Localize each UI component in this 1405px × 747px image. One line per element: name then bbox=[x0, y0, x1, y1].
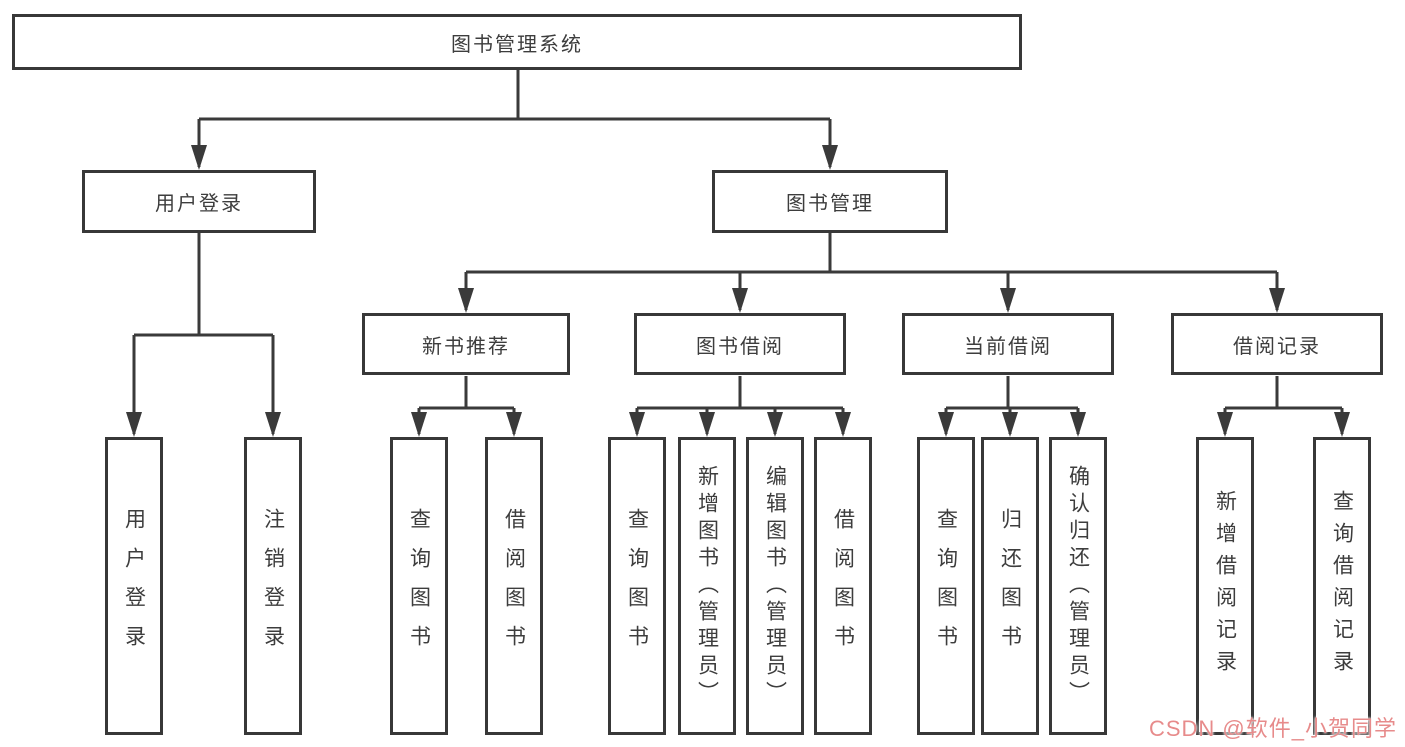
node-add-borrow-record: 新增借阅记录 bbox=[1196, 437, 1254, 735]
node-label: 图书借阅 bbox=[696, 335, 784, 358]
node-label: 确认归还（管理员） bbox=[1066, 464, 1090, 708]
arrow-down-icon bbox=[126, 412, 142, 437]
node-label: 新增借阅记录 bbox=[1213, 490, 1237, 682]
node-logout-action: 注销登录 bbox=[244, 437, 302, 735]
arrow-down-icon bbox=[191, 145, 207, 170]
node-query-books-current: 查询图书 bbox=[917, 437, 975, 735]
arrow-down-icon bbox=[1217, 412, 1233, 437]
node-user-login: 用户登录 bbox=[82, 170, 316, 233]
node-borrow-books-borrowing: 借阅图书 bbox=[814, 437, 872, 735]
node-label: 图书管理系统 bbox=[451, 33, 583, 56]
node-user-login-action: 用户登录 bbox=[105, 437, 163, 735]
node-borrowing-records: 借阅记录 bbox=[1171, 313, 1383, 375]
node-label: 用户登录 bbox=[122, 508, 146, 664]
arrowhead-icons bbox=[126, 145, 1350, 437]
node-confirm-return-admin: 确认归还（管理员） bbox=[1049, 437, 1107, 735]
arrow-down-icon bbox=[411, 412, 427, 437]
node-return-books: 归还图书 bbox=[981, 437, 1039, 735]
node-label: 查询借阅记录 bbox=[1330, 490, 1354, 682]
arrow-down-icon bbox=[629, 412, 645, 437]
node-label: 查询图书 bbox=[625, 508, 649, 664]
arrow-down-icon bbox=[1002, 412, 1018, 437]
node-query-books-recommend: 查询图书 bbox=[390, 437, 448, 735]
node-library-management-system: 图书管理系统 bbox=[12, 14, 1022, 70]
arrow-down-icon bbox=[1070, 412, 1086, 437]
node-label: 当前借阅 bbox=[964, 335, 1052, 358]
arrow-down-icon bbox=[699, 412, 715, 437]
node-label: 新增图书（管理员） bbox=[695, 464, 719, 708]
node-new-book-recommendation: 新书推荐 bbox=[362, 313, 570, 375]
node-label: 用户登录 bbox=[155, 193, 243, 215]
node-label: 编辑图书（管理员） bbox=[763, 464, 787, 708]
node-add-books-admin: 新增图书（管理员） bbox=[678, 437, 736, 735]
node-label: 查询图书 bbox=[934, 508, 958, 664]
node-query-borrow-record: 查询借阅记录 bbox=[1313, 437, 1371, 735]
node-borrow-books-recommend: 借阅图书 bbox=[485, 437, 543, 735]
node-label: 图书管理 bbox=[786, 193, 874, 215]
arrow-down-icon bbox=[265, 412, 281, 437]
node-edit-books-admin: 编辑图书（管理员） bbox=[746, 437, 804, 735]
node-label: 归还图书 bbox=[998, 508, 1022, 664]
node-label: 注销登录 bbox=[261, 508, 285, 664]
arrow-down-icon bbox=[732, 288, 748, 313]
arrow-down-icon bbox=[938, 412, 954, 437]
arrow-down-icon bbox=[1269, 288, 1285, 313]
arrow-down-icon bbox=[822, 145, 838, 170]
watermark: CSDN @软件_小贺同学 bbox=[1148, 716, 1397, 741]
node-current-borrowing: 当前借阅 bbox=[902, 313, 1114, 375]
arrow-down-icon bbox=[506, 412, 522, 437]
node-label: 查询图书 bbox=[407, 508, 431, 664]
node-label: 新书推荐 bbox=[422, 335, 510, 358]
node-query-books-borrowing: 查询图书 bbox=[608, 437, 666, 735]
arrow-down-icon bbox=[767, 412, 783, 437]
arrow-down-icon bbox=[1334, 412, 1350, 437]
node-label: 借阅图书 bbox=[831, 508, 855, 664]
node-label: 借阅记录 bbox=[1233, 335, 1321, 358]
arrow-down-icon bbox=[458, 288, 474, 313]
node-book-borrowing: 图书借阅 bbox=[634, 313, 846, 375]
node-book-management: 图书管理 bbox=[712, 170, 948, 233]
tree-connectors bbox=[132, 70, 1344, 434]
arrow-down-icon bbox=[1000, 288, 1016, 313]
arrow-down-icon bbox=[835, 412, 851, 437]
node-label: 借阅图书 bbox=[502, 508, 526, 664]
